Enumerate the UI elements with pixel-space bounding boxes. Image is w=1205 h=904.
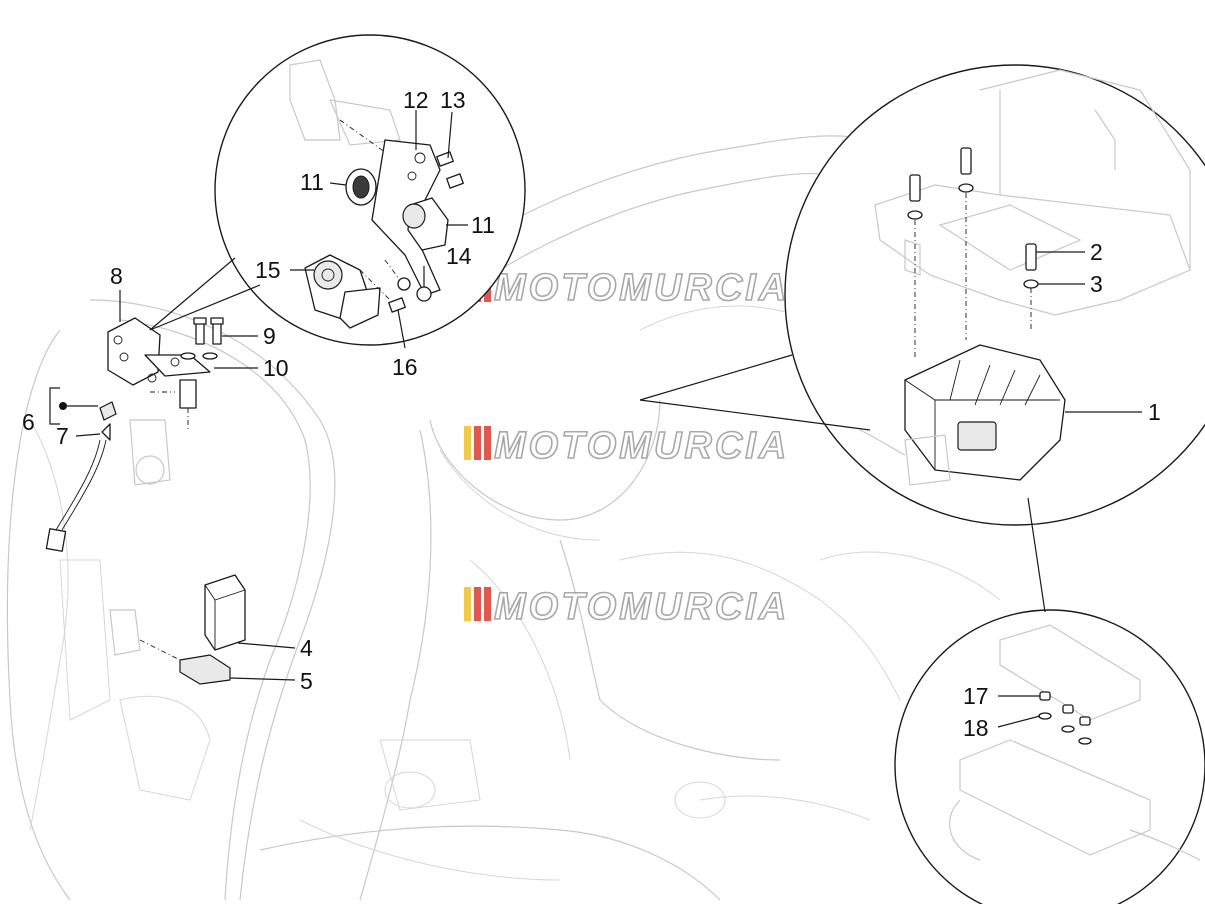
callout-3: 3	[1038, 271, 1103, 297]
callout-11-right: 11	[446, 212, 495, 238]
svg-text:13: 13	[440, 87, 466, 113]
relay-and-holder	[109, 574, 246, 685]
detail-circle-top	[149, 34, 526, 346]
callout-14: 14	[423, 243, 472, 287]
callout-8: 8	[110, 263, 123, 322]
svg-text:16: 16	[392, 354, 418, 380]
svg-text:15: 15	[255, 257, 281, 283]
callout-16: 16	[392, 309, 418, 380]
callout-1: 1	[1065, 399, 1161, 425]
callout-9: 9	[222, 323, 276, 349]
svg-text:MOTOMURCIA: MOTOMURCIA	[494, 586, 789, 628]
svg-text:8: 8	[110, 263, 123, 289]
svg-text:MOTOMURCIA: MOTOMURCIA	[494, 425, 789, 467]
svg-text:10: 10	[263, 355, 289, 381]
callout-13: 13	[440, 87, 466, 159]
callout-18: 18	[963, 715, 1041, 741]
callout-6: 6	[22, 387, 98, 435]
svg-text:12: 12	[403, 87, 429, 113]
watermark-3: MOTOMURCIA	[464, 585, 789, 629]
callout-10: 10	[214, 355, 289, 381]
svg-text:3: 3	[1090, 271, 1103, 297]
callout-11-left: 11	[300, 169, 347, 195]
svg-text:18: 18	[963, 715, 989, 741]
callout-5: 5	[229, 668, 313, 694]
svg-text:5: 5	[300, 668, 313, 694]
callout-2: 2	[1036, 239, 1103, 265]
svg-text:11: 11	[471, 212, 495, 238]
bracket-assembly-left	[45, 317, 224, 552]
svg-text:6: 6	[22, 409, 35, 435]
svg-text:11: 11	[300, 169, 324, 195]
callout-12: 12	[403, 87, 429, 150]
callout-15: 15	[255, 257, 314, 283]
callout-17: 17	[963, 683, 1040, 709]
watermark-1: MOTOMURCIA	[464, 266, 789, 310]
svg-text:17: 17	[963, 683, 989, 709]
svg-text:4: 4	[300, 635, 313, 661]
svg-text:14: 14	[446, 243, 472, 269]
svg-text:9: 9	[263, 323, 276, 349]
svg-text:7: 7	[56, 423, 69, 449]
scooter-frame-outline	[6, 135, 1001, 901]
watermark-2: MOTOMURCIA	[464, 424, 789, 468]
svg-text:1: 1	[1148, 399, 1161, 425]
callout-4: 4	[237, 635, 313, 661]
detail-circle-bottom	[894, 497, 1205, 904]
svg-text:2: 2	[1090, 239, 1103, 265]
detail-circle-right	[639, 64, 1205, 526]
svg-text:MOTOMURCIA: MOTOMURCIA	[494, 267, 789, 309]
callout-7: 7	[56, 423, 101, 449]
